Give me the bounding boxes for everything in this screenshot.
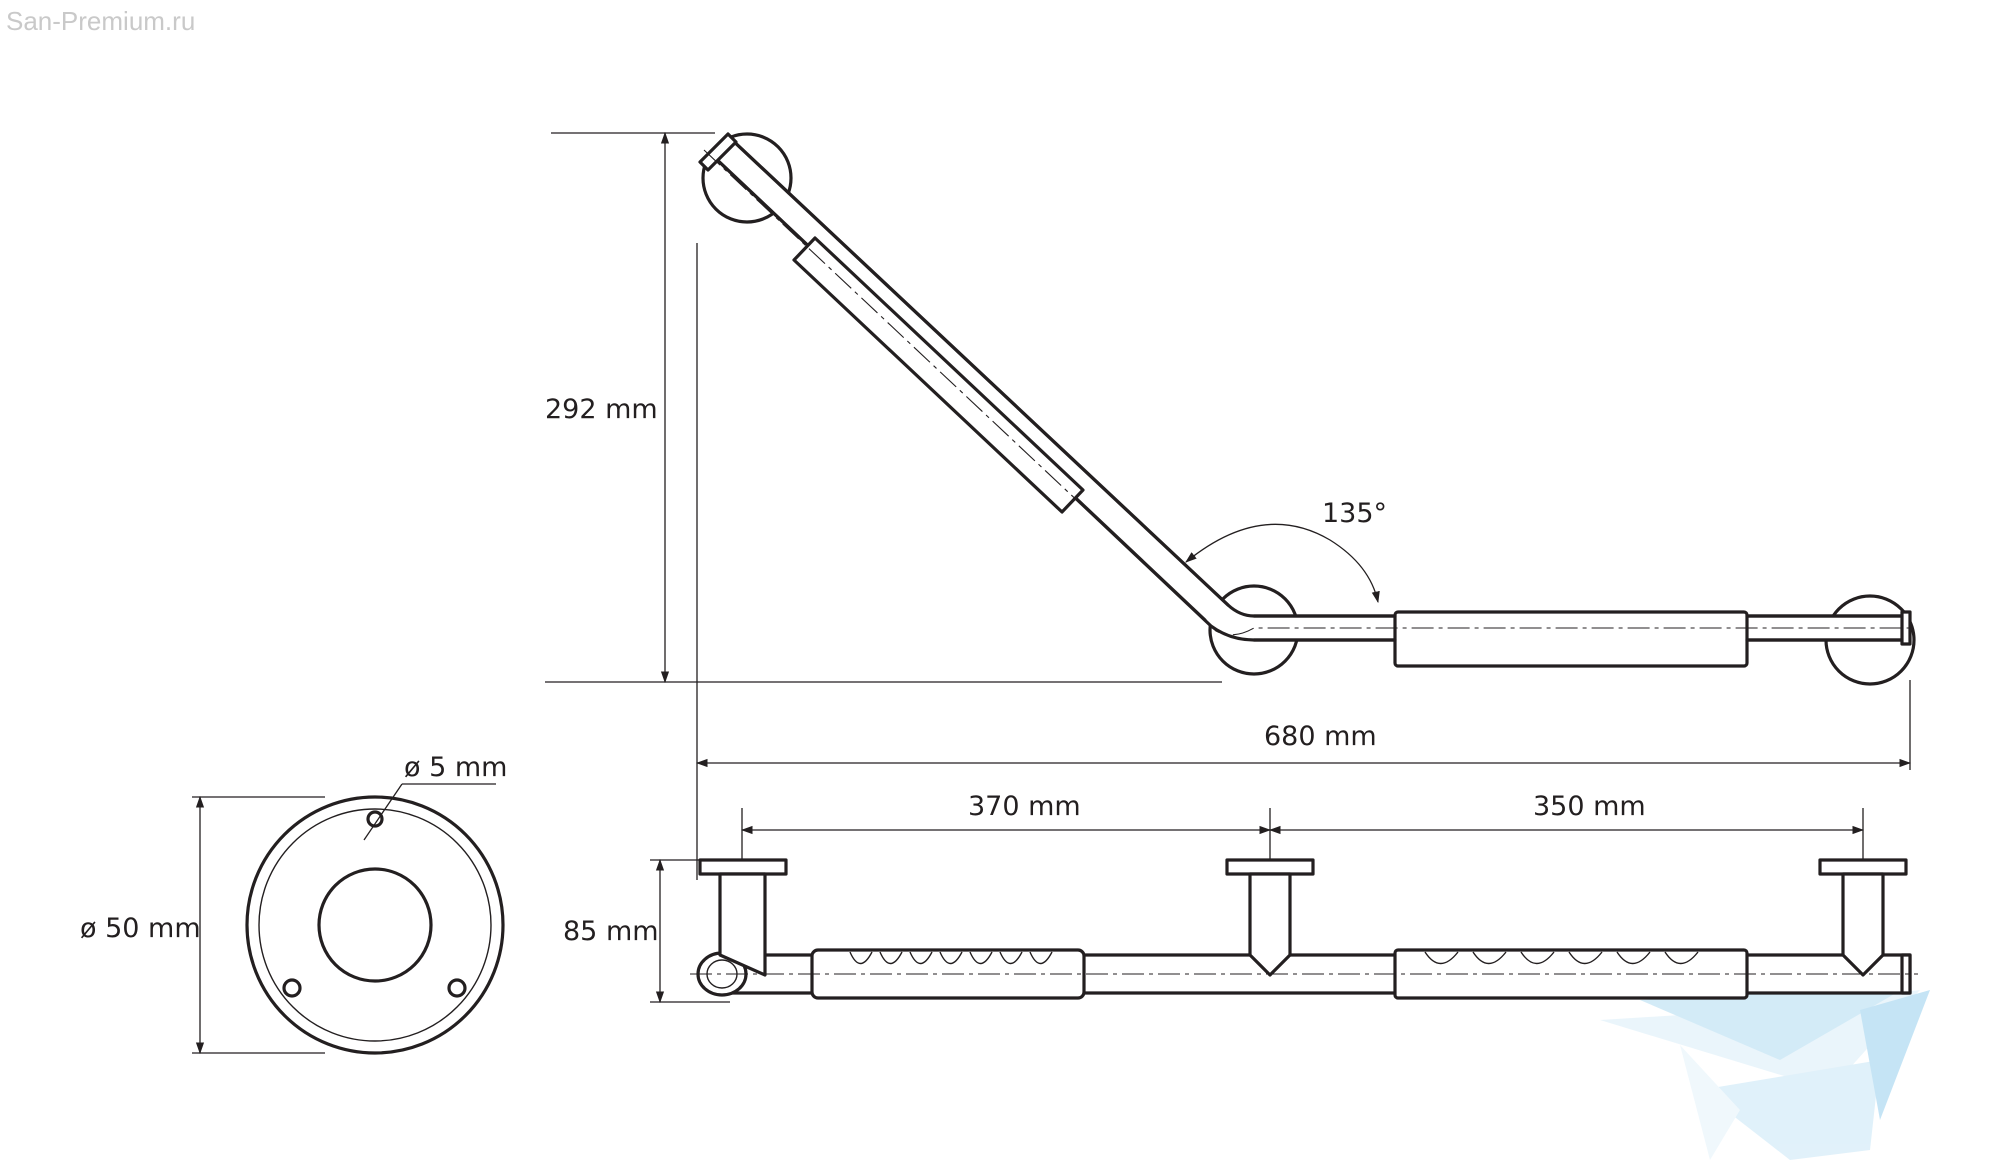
grip-ribs-right [1424, 951, 1699, 965]
flange-diameter-label: ø 50 mm [80, 913, 201, 944]
angle-label: 135° [1322, 498, 1387, 529]
flange-detail: ø 50 mm ø 5 mm [80, 752, 507, 1055]
post-left [718, 872, 767, 977]
angle-arc [1185, 523, 1380, 604]
flange-outer [245, 795, 505, 1055]
grip-ribs-left [849, 951, 1053, 965]
grip-sleeve-angled [792, 236, 1085, 514]
tube-outline-top [710, 135, 1910, 642]
screw-hole-right [447, 978, 467, 998]
front-view: 85 mm [563, 858, 1918, 1004]
flange-rim [258, 808, 492, 1042]
projection-label: 85 mm [563, 916, 659, 947]
screw-hole-left [282, 978, 302, 998]
top-view: 135° 292 mm [545, 131, 1916, 880]
total-length-label: 680 mm [1264, 721, 1377, 752]
post-right [1841, 872, 1885, 977]
post-middle [1248, 872, 1292, 977]
post-flange-middle [1225, 858, 1315, 876]
length-dimensions: 680 mm 370 mm 350 mm [695, 680, 1912, 864]
hole-diameter-label: ø 5 mm [404, 752, 507, 783]
end-cap-top [698, 132, 738, 172]
right-span-label: 350 mm [1533, 791, 1646, 822]
screw-hole-top [366, 810, 384, 828]
left-span-label: 370 mm [968, 791, 1081, 822]
flange-center-hole [317, 867, 433, 983]
tube-center-line [703, 149, 1915, 636]
grip-sleeve-horizontal [1393, 610, 1749, 668]
height-label: 292 mm [545, 394, 658, 425]
watermark-text: San-Premium.ru [6, 6, 196, 36]
watermark-logo [1600, 985, 1930, 1160]
post-flange-right [1818, 858, 1908, 876]
post-flange-left [698, 858, 788, 876]
